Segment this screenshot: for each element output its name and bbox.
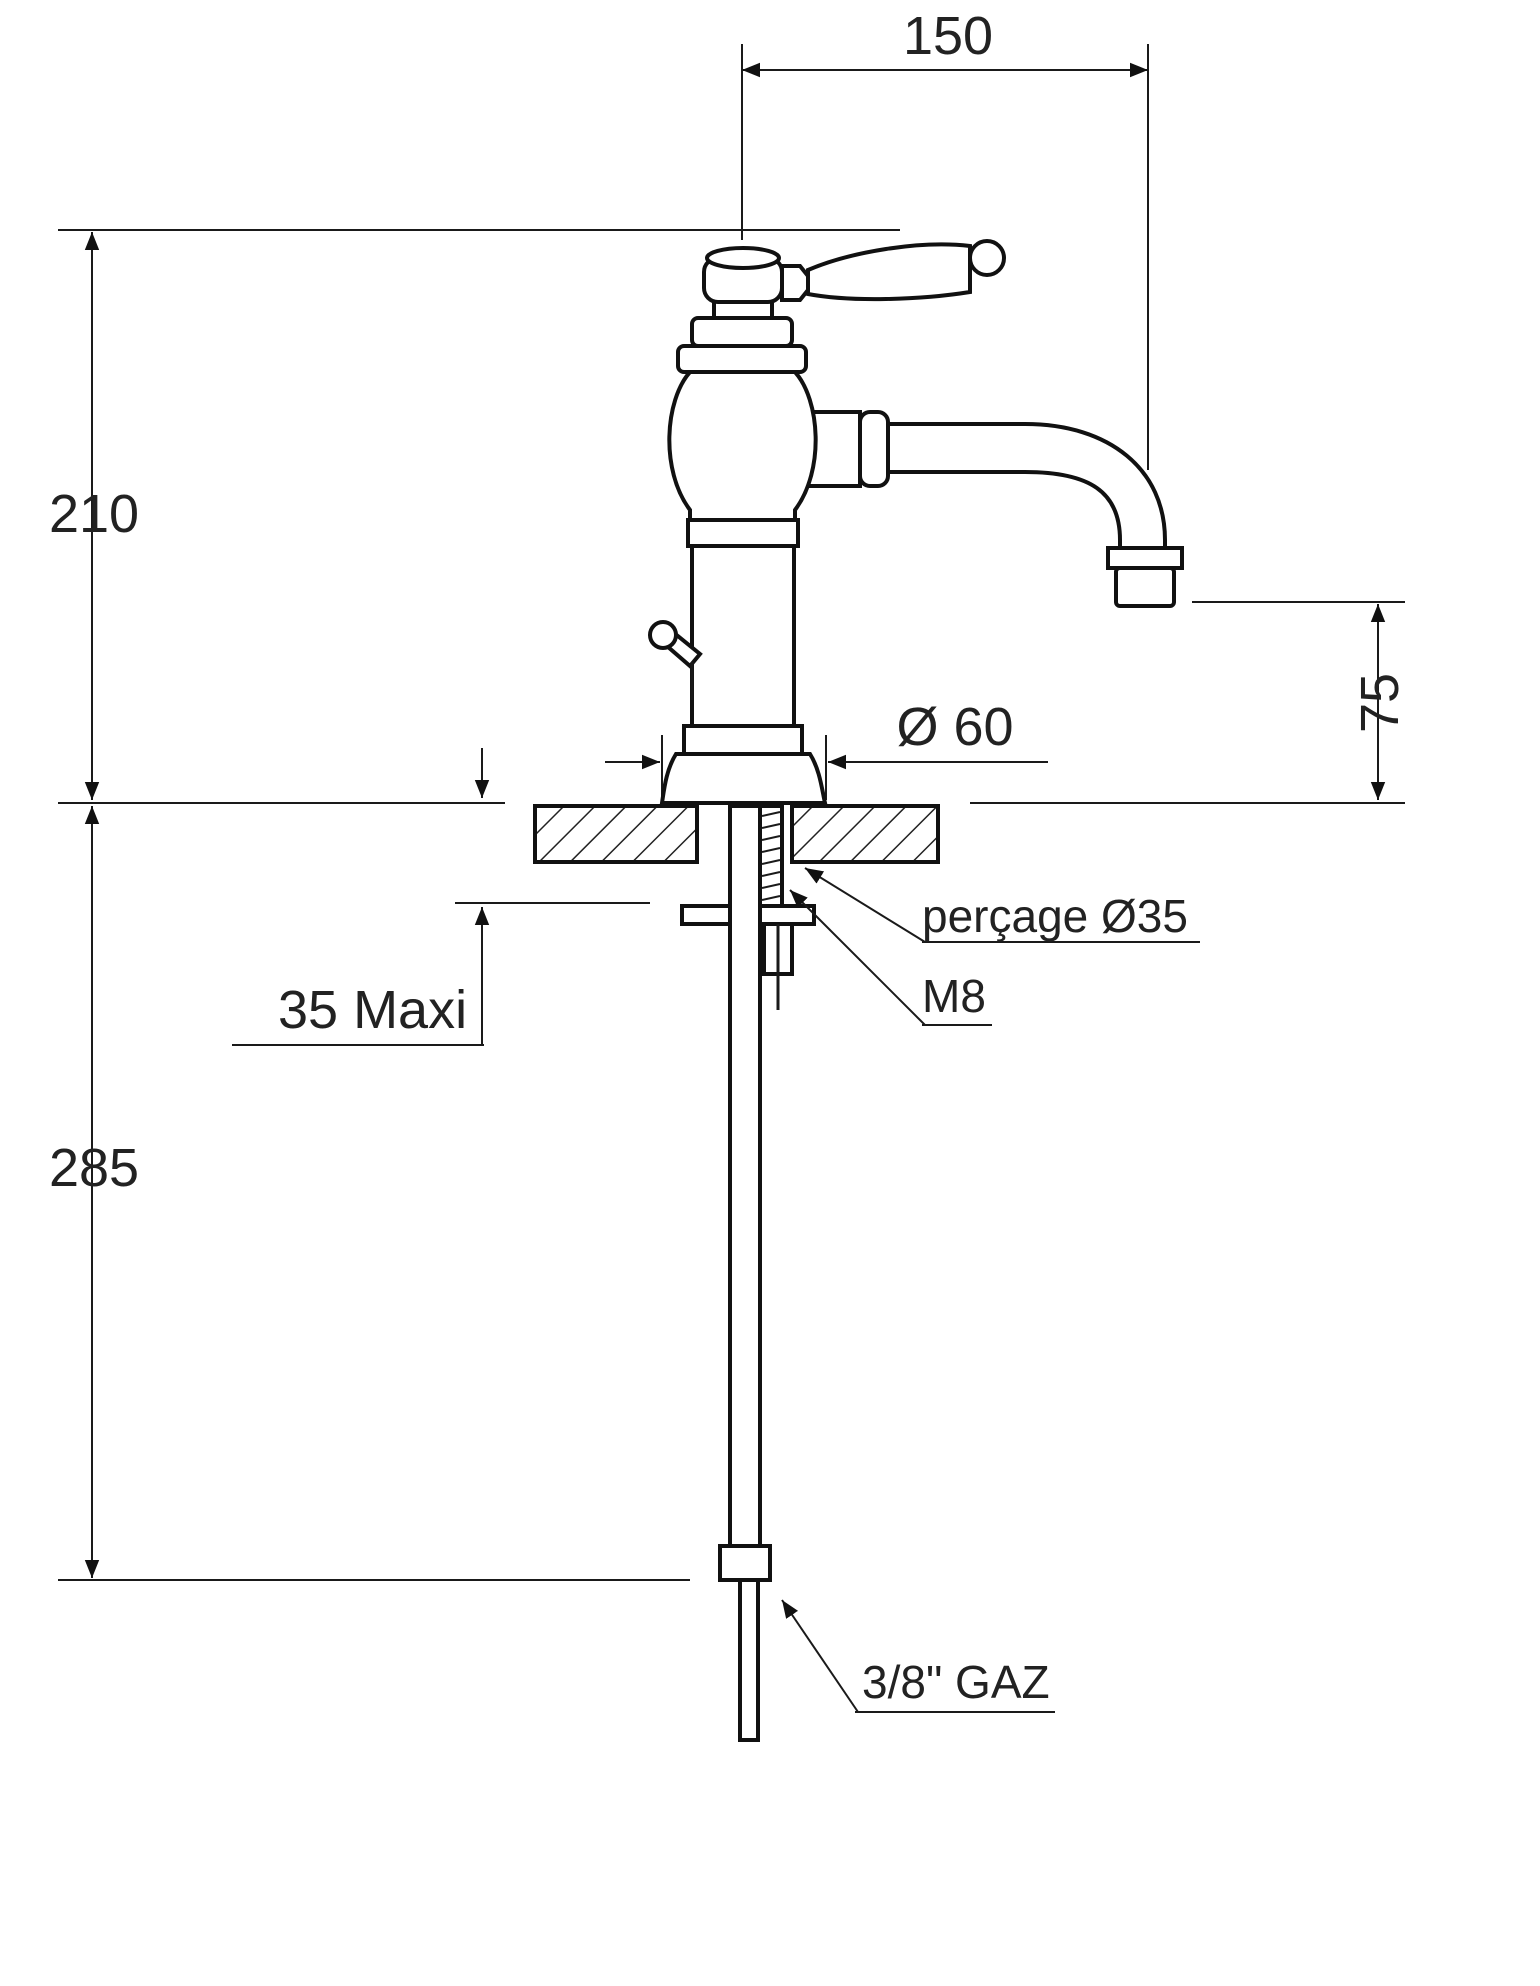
faucet-body (648, 239, 1184, 805)
callout-drilling: perçage Ø35 (804, 867, 1200, 943)
dimension-label-spout-clearance: 75 (1350, 673, 1410, 733)
dimension-hose-length: 285 (49, 806, 690, 1581)
dimension-spout-reach: 150 (741, 6, 1149, 470)
dimension-spout-clearance: 75 (1192, 601, 1410, 800)
dimension-base-diameter: Ø 60 (605, 697, 1048, 800)
callout-label-thread: M8 (922, 970, 986, 1022)
dimension-total-height: 210 (49, 229, 900, 800)
callout-connection: 3/8" GAZ (781, 1599, 1055, 1713)
callout-label-drilling: perçage Ø35 (922, 890, 1188, 942)
dimension-label-hose-length: 285 (49, 1138, 139, 1198)
dimension-label-base-diameter: Ø 60 (896, 697, 1013, 757)
dimension-label-spout-reach: 150 (903, 6, 993, 66)
callout-thread: M8 (789, 889, 992, 1026)
under-counter-hardware (680, 804, 816, 1742)
callout-label-connection: 3/8" GAZ (862, 1656, 1050, 1708)
dimension-label-max-thickness: 35 Maxi (278, 980, 467, 1040)
counter-section (533, 804, 940, 864)
dimension-label-total-height: 210 (49, 484, 139, 544)
dimension-max-thickness: 35 Maxi (232, 748, 650, 1046)
